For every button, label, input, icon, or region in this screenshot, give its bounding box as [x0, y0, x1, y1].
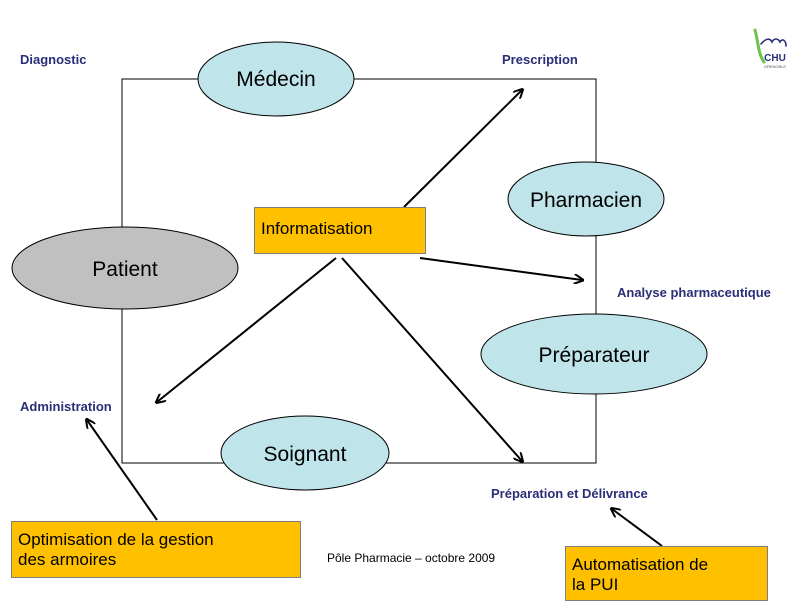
- node-pharmacien-label: Pharmacien: [530, 189, 642, 212]
- node-preparateur: Préparateur: [480, 313, 708, 395]
- logo-subtext: GRENOBLE: [764, 64, 787, 69]
- optimisation-line-2: des armoires: [18, 550, 117, 569]
- footer-text: Pôle Pharmacie – octobre 2009: [327, 551, 496, 565]
- informatisation-box: Informatisation: [254, 207, 426, 254]
- arrow-to-preparation: [341, 257, 522, 461]
- arrow-to-administration: [157, 257, 337, 402]
- node-patient-label: Patient: [92, 258, 158, 281]
- chu-logo-icon: CHU GRENOBLE: [753, 28, 787, 69]
- optimisation-box: Optimisation de la gestion des armoires: [11, 521, 301, 578]
- node-patient: Patient: [11, 226, 239, 310]
- node-preparateur-label: Préparateur: [539, 344, 650, 367]
- node-medecin-label: Médecin: [236, 68, 315, 91]
- node-soignant-label: Soignant: [264, 443, 347, 466]
- stage-prescription: Prescription: [502, 52, 578, 67]
- node-medecin: Médecin: [197, 41, 355, 117]
- automatisation-line-1: Automatisation de: [572, 555, 709, 574]
- optimisation-line-1: Optimisation de la gestion: [18, 530, 214, 549]
- stage-preparation: Préparation et Délivrance: [491, 486, 648, 501]
- arrow-automatisation-to-preparation: [612, 509, 663, 547]
- stage-diagnostic: Diagnostic: [20, 52, 87, 67]
- arrow-optimisation-to-administration: [87, 420, 158, 521]
- stage-analyse: Analyse pharmaceutique: [617, 285, 771, 300]
- stage-administration: Administration: [20, 399, 112, 414]
- arrow-to-analyse: [419, 257, 582, 280]
- arrow-to-prescription: [403, 90, 522, 208]
- node-pharmacien: Pharmacien: [507, 161, 665, 237]
- node-soignant: Soignant: [220, 415, 390, 491]
- logo-text: CHU: [764, 53, 786, 64]
- automatisation-box: Automatisation de la PUI: [565, 546, 768, 601]
- informatisation-label: Informatisation: [261, 219, 373, 238]
- automatisation-line-2: la PUI: [572, 575, 619, 594]
